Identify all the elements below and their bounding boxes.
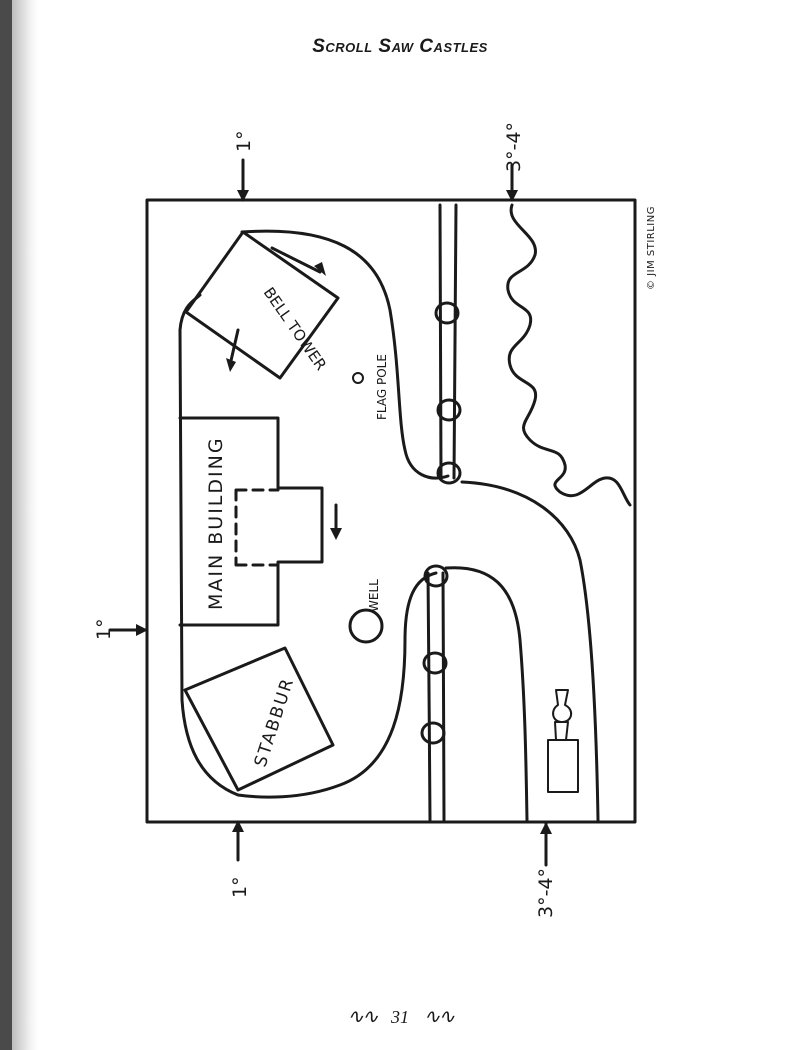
bell-tower-label: BELL TOWER xyxy=(260,284,330,374)
fence-post xyxy=(422,651,448,675)
fence-bottom-left xyxy=(426,571,432,822)
copyright-note: © JIM STIRLING xyxy=(646,206,657,290)
main-building-dashed-section xyxy=(234,488,280,567)
well xyxy=(348,608,384,644)
fence-bottom-right xyxy=(441,571,446,822)
well-label: WELL xyxy=(367,579,381,612)
angle-label-top-left: 1° xyxy=(233,130,255,152)
footer-ornament-right-icon: ∿∿ xyxy=(423,1006,455,1028)
page-footer: ∿∿ 31 ∿∿ xyxy=(300,1004,500,1029)
fence-post xyxy=(434,301,460,325)
courtyard-outline xyxy=(178,229,450,799)
fence-top-left xyxy=(438,203,443,480)
angle-label-left: 1° xyxy=(93,618,115,640)
flag-pole xyxy=(352,372,364,384)
footer-ornament-left-icon: ∿∿ xyxy=(346,1006,378,1028)
angle-label-top-right: 3°-4° xyxy=(503,122,525,172)
book-spine-shadow xyxy=(0,0,12,1050)
angle-label-bottom-right: 3°-4° xyxy=(535,868,557,918)
main-building-label: MAIN BUILDING xyxy=(205,436,227,610)
road-inner xyxy=(444,566,529,822)
page-number: 31 xyxy=(391,1007,409,1027)
fence-top-right xyxy=(452,203,458,480)
running-header: Scroll Saw Castles xyxy=(312,36,488,57)
page-gutter-shading xyxy=(12,0,38,1050)
fence-post xyxy=(420,721,446,745)
figure xyxy=(552,689,573,741)
shoreline-wave xyxy=(506,203,632,507)
fence-post xyxy=(423,564,449,588)
fence-post xyxy=(436,398,462,422)
stabbur xyxy=(183,646,335,792)
fence-post xyxy=(436,461,462,485)
stabbur-label: STABBUR xyxy=(251,675,299,770)
road-outer xyxy=(460,480,600,822)
bell-tower-arrow-line xyxy=(228,328,240,367)
angle-label-bottom-left: 1° xyxy=(229,876,251,898)
flag-pole-label: FLAG POLE xyxy=(375,354,389,420)
bell-tower-arrow-line xyxy=(270,246,322,274)
main-building xyxy=(178,416,324,627)
bell-tower xyxy=(184,230,340,380)
bench xyxy=(547,739,579,793)
base-board-outline xyxy=(145,198,637,824)
